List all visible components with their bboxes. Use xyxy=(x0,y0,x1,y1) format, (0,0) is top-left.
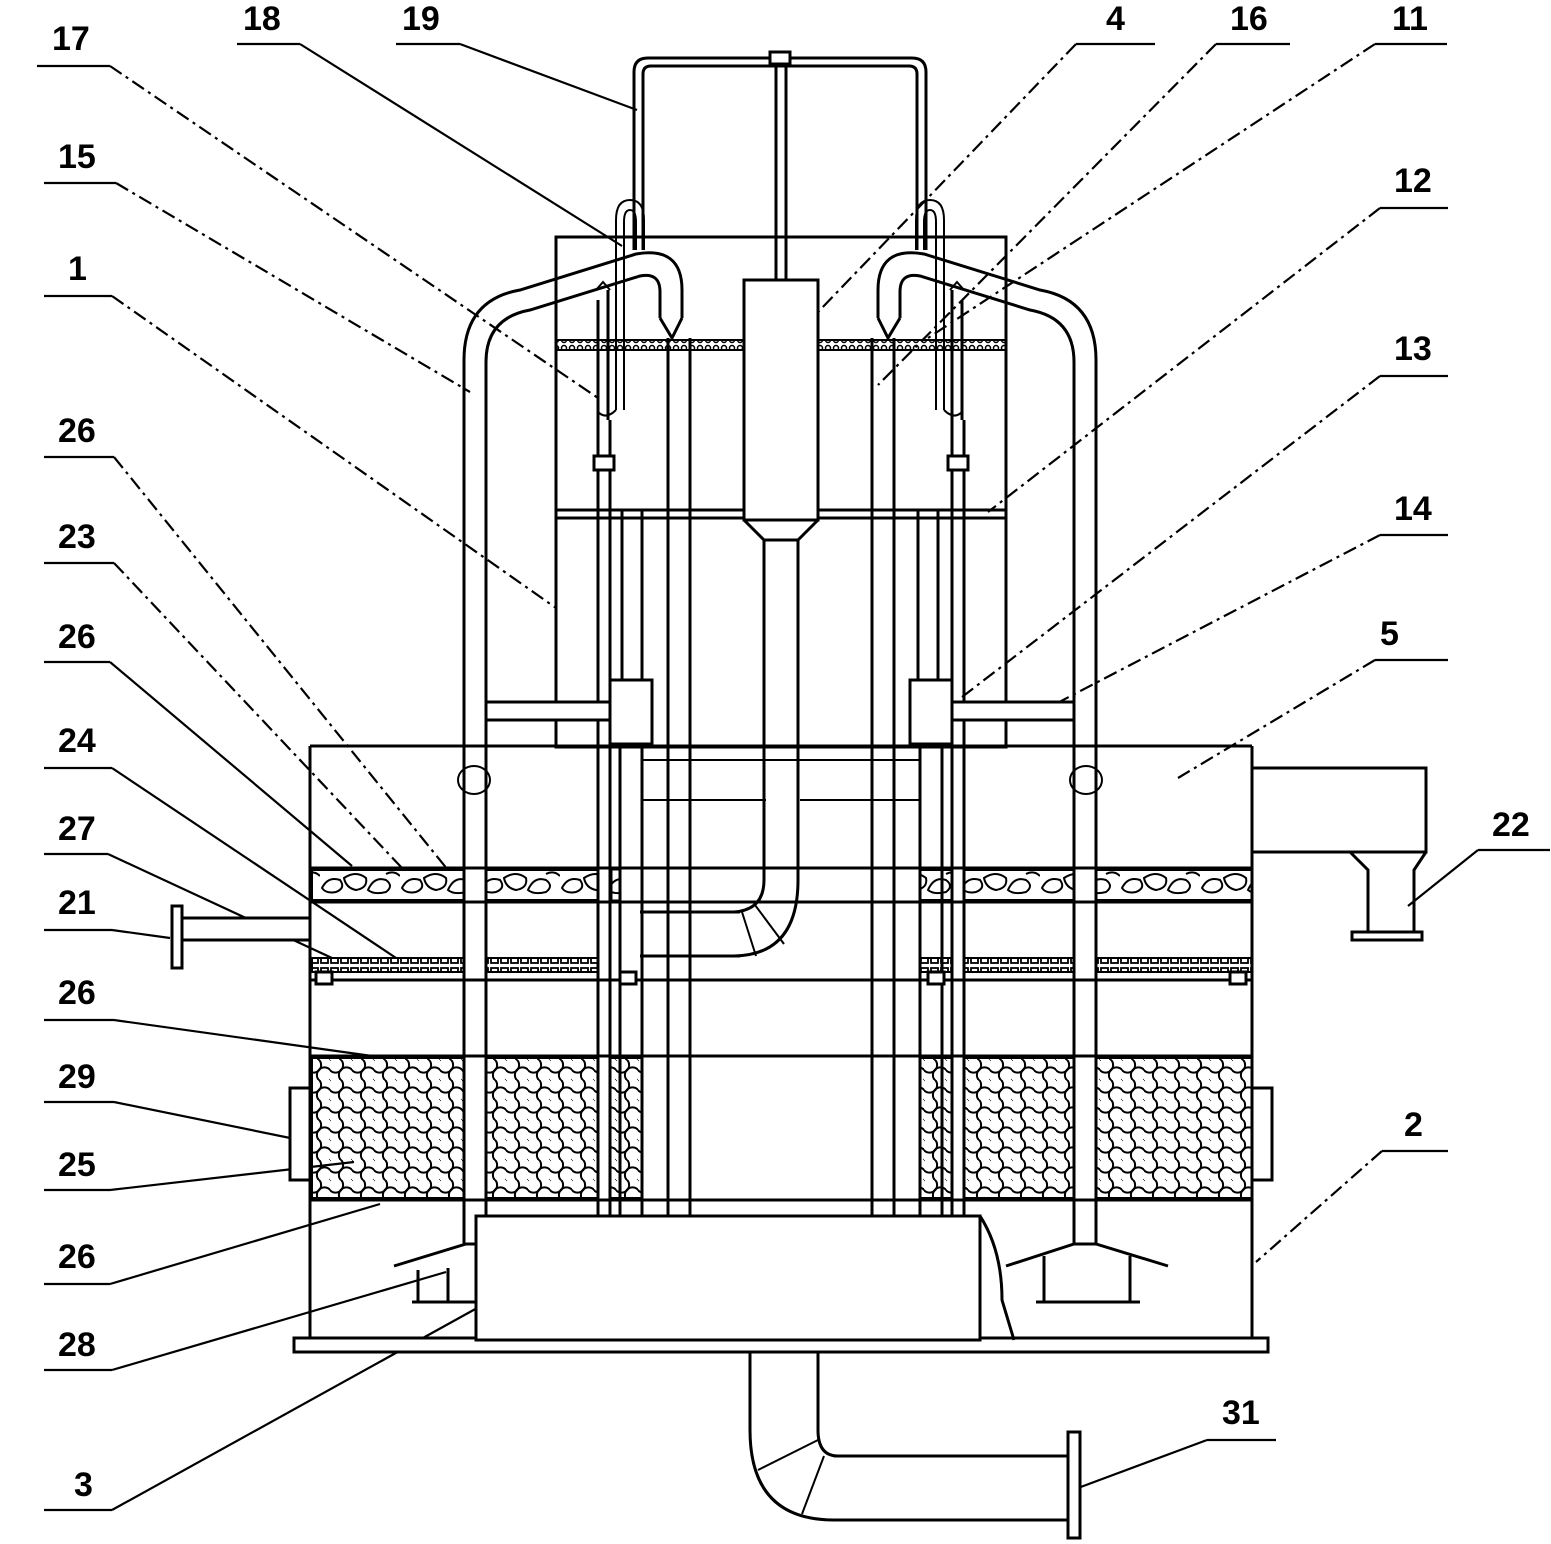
label-31: 31 xyxy=(1222,1394,1260,1432)
label-23: 23 xyxy=(58,518,96,556)
label-5: 5 xyxy=(1380,615,1399,653)
leader-lines xyxy=(37,42,1550,1512)
label-26-b: 26 xyxy=(58,618,96,656)
top-manifold xyxy=(632,50,928,250)
label-17: 17 xyxy=(52,20,90,58)
label-22: 22 xyxy=(1492,806,1530,844)
label-4: 4 xyxy=(1106,0,1125,38)
label-25: 25 xyxy=(58,1146,96,1184)
label-29: 29 xyxy=(58,1058,96,1096)
label-15: 15 xyxy=(58,138,96,176)
sump-chamber xyxy=(474,1214,1016,1342)
label-1: 1 xyxy=(68,250,87,288)
label-2: 2 xyxy=(1404,1106,1423,1144)
label-21: 21 xyxy=(58,884,96,922)
label-26-a: 26 xyxy=(58,412,96,450)
central-separator xyxy=(640,58,820,958)
label-14: 14 xyxy=(1394,490,1432,528)
callout-labels: 17 18 19 4 16 11 15 12 1 13 26 14 23 26 … xyxy=(52,0,1530,1504)
lower-tank xyxy=(170,744,1428,1354)
label-3: 3 xyxy=(74,1466,93,1504)
label-26-c: 26 xyxy=(58,974,96,1012)
label-26-d: 26 xyxy=(58,1238,96,1276)
drain-pipe xyxy=(748,1352,1082,1540)
label-27: 27 xyxy=(58,810,96,848)
label-13: 13 xyxy=(1394,330,1432,368)
outer-pipes xyxy=(462,251,1098,1245)
label-12: 12 xyxy=(1394,162,1432,200)
label-11: 11 xyxy=(1392,0,1428,38)
label-19: 19 xyxy=(402,0,440,38)
label-28: 28 xyxy=(58,1326,96,1364)
label-16: 16 xyxy=(1230,0,1268,38)
label-18: 18 xyxy=(243,0,281,38)
label-24: 24 xyxy=(58,722,96,760)
distributors xyxy=(393,1242,1169,1304)
